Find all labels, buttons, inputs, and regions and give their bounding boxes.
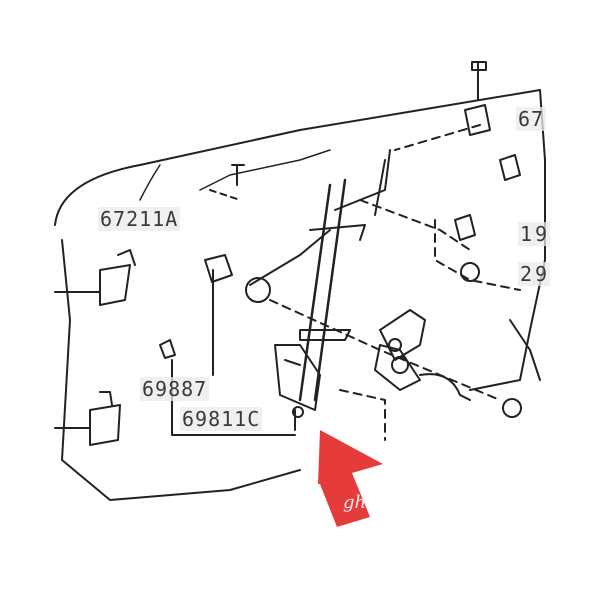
label-69887: 69887 — [140, 377, 210, 401]
label-67-top: 67 — [516, 107, 547, 131]
label-9-b: 9 — [533, 262, 551, 286]
label-2-mark: 2 — [518, 262, 536, 286]
lower-hinge — [54, 391, 121, 446]
regulator-rail — [298, 183, 332, 402]
red-pointer-arrow — [318, 430, 383, 527]
regulator-motor — [374, 309, 471, 401]
leader-dashed-1 — [359, 199, 471, 251]
door-inner-edge — [61, 239, 301, 501]
label-67211a: 67211A — [98, 207, 181, 231]
label-1-mark: 1 — [518, 222, 536, 246]
door-outline — [54, 89, 541, 226]
clip-part — [204, 254, 233, 283]
upper-hinge — [54, 249, 136, 306]
label-9-a: 9 — [533, 222, 551, 246]
watermark-text: gh — [343, 492, 367, 513]
bolt-top — [471, 61, 487, 101]
label-69811c: 69811C — [180, 407, 263, 431]
